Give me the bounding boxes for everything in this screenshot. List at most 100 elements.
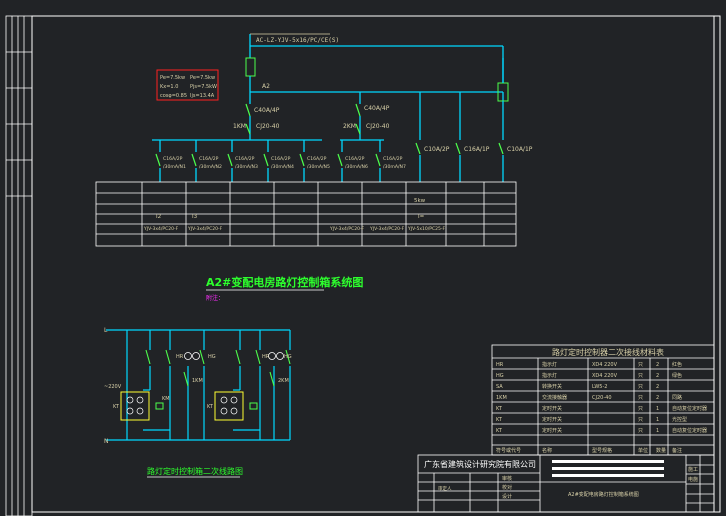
- param-kx-left: Kx=1.0: [160, 84, 178, 90]
- control-switch-1: [145, 349, 151, 365]
- table-current-c: I=: [418, 214, 425, 220]
- relay-1-label: KT: [113, 404, 120, 410]
- branch-breaker-switch-6: [337, 153, 343, 167]
- right-breaker-2-switch: [455, 142, 461, 155]
- material-table-title: 路灯定时控制器二次接线材料表: [552, 347, 664, 357]
- material-cell-r3-c5: 2: [656, 384, 659, 390]
- contact-1km: [183, 371, 189, 387]
- branch-breaker-rating-4: C16A/2P: [271, 156, 291, 162]
- branch-circuit-6: C16A/2P/30mA/N6: [337, 140, 368, 182]
- material-cell-r1-c4: 只: [638, 362, 643, 368]
- material-cell-r5-c6: 自动复位定时器: [672, 405, 707, 412]
- relay-2-label: KT: [207, 404, 214, 410]
- sheet-label: 电施: [688, 476, 698, 483]
- control-circuit: HR HG HR HG 1KM 2KM KT KT KM ~220V L N 路: [104, 327, 292, 478]
- material-cell-r5-c1: KT: [496, 406, 503, 412]
- system-diagram-title: A2#变配电房路灯控制箱系统图: [206, 275, 363, 289]
- control-l-label: L: [104, 327, 108, 334]
- relay-box-1: [120, 391, 164, 421]
- control-switch-5: [255, 349, 261, 365]
- material-cell-r3-c4: 只: [638, 384, 643, 390]
- table-cable-5: YJV-5x10/PC25-F: [407, 226, 445, 232]
- material-cell-r7-c1: KT: [496, 428, 503, 434]
- material-header-3: 型号规格: [592, 447, 612, 454]
- lamp-hg-2-label: HG: [284, 354, 292, 360]
- chief-label: 审定人: [438, 485, 452, 492]
- material-header-6: 备注: [672, 447, 682, 454]
- material-cell-r1-c6: 红色: [672, 361, 682, 368]
- control-switch-4: [235, 349, 241, 365]
- branch-breaker-cable-2: /30mA/N2: [199, 164, 222, 170]
- branch-drops: C16A/2P/30mA/N1C16A/2P/30mA/N2C16A/2P/30…: [155, 140, 406, 182]
- param-pjs-right: Pjs=7.5kW: [190, 84, 217, 90]
- material-cell-r2-c4: 只: [638, 373, 643, 379]
- incoming-cable-label: AC-LZ-YJV-5x16/PC/CE(S): [256, 37, 339, 44]
- lamp-hg-2: [276, 352, 284, 360]
- material-cell-r6-c6: 光控型: [672, 416, 687, 423]
- branch-breaker-rating-2: C16A/2P: [199, 156, 219, 162]
- system-note: 附注：: [206, 294, 224, 302]
- material-header-1: 符号或代号: [496, 447, 521, 454]
- material-cell-r1-c5: 2: [656, 362, 659, 368]
- material-cell-r2-c5: 2: [656, 373, 659, 379]
- coil-label: KM: [162, 396, 170, 402]
- control-switch-6: [285, 349, 291, 365]
- branch-circuit-3: C16A/2P/30mA/N3: [227, 140, 258, 182]
- stage-label: 施工: [688, 466, 698, 473]
- material-cell-r7-c2: 定时开关: [542, 427, 562, 434]
- circuit-table: [95, 181, 517, 247]
- main-breaker-2-label: C40A/4P: [364, 105, 390, 112]
- material-cell-r3-c1: SA: [496, 384, 503, 390]
- table-current-a: I2: [156, 214, 161, 220]
- branch-breaker-switch-5: [299, 153, 305, 167]
- material-cell-r6-c2: 定时开关: [542, 416, 562, 423]
- system-diagram: AC-LZ-YJV-5x16/PC/CE(S) A2 Pe=7.5kw Pe=7…: [95, 33, 533, 302]
- material-cell-r4-c2: 交流接触器: [542, 394, 567, 401]
- material-cell-r1-c1: HR: [496, 362, 504, 368]
- incoming-ref-label: A2: [262, 83, 270, 90]
- contactor-1: [245, 123, 251, 135]
- material-cell-r7-c6: 自动复位定时器: [672, 427, 707, 434]
- branch-breaker-cable-6: /30mA/N6: [345, 164, 368, 170]
- branch-breaker-cable-3: /30mA/N3: [235, 164, 258, 170]
- main-breaker-2-switch: [355, 103, 361, 117]
- material-cell-r5-c2: 定时开关: [542, 405, 562, 412]
- table-cable-4: YJV-3x4/PC20-F: [369, 226, 405, 232]
- params-box: Pe=7.5kw Pe=7.5kw Kx=1.0 Pjs=7.5kW cosφ=…: [156, 69, 219, 101]
- title-bar-2: [552, 467, 664, 470]
- contact-1km-label: 1KM: [192, 378, 203, 384]
- contactor-1-tag: 1KM: [233, 123, 246, 130]
- table-power-cell: 5kw: [414, 198, 426, 204]
- branch-breaker-cable-1: /30mA/N1: [163, 164, 186, 170]
- table-current-b: I3: [192, 214, 198, 220]
- lamp-hr-1-label: HR: [176, 354, 184, 360]
- control-n-label: N: [104, 438, 109, 445]
- material-cell-r5-c5: 1: [656, 406, 659, 412]
- title-block: 广东省建筑设计研究院有限公司 审定人 审核 校对 设计 A2#变配电房路灯控制箱…: [417, 454, 715, 513]
- material-cell-r2-c1: HG: [496, 373, 504, 379]
- branch-breaker-switch-1: [155, 153, 161, 167]
- check-label: 审核: [502, 475, 512, 482]
- material-cell-r6-c5: 1: [656, 417, 659, 423]
- material-cell-r7-c5: 1: [656, 428, 659, 434]
- branch-breaker-switch-2: [191, 153, 197, 167]
- branch-breaker-rating-1: C16A/2P: [163, 156, 183, 162]
- review-label: 校对: [502, 484, 512, 491]
- branch-circuit-7: C16A/2P/30mA/N7: [375, 140, 406, 182]
- right-breaker-1-switch: [415, 142, 421, 155]
- material-cell-r7-c4: 只: [638, 428, 643, 434]
- branch-breaker-rating-5: C16A/2P: [307, 156, 327, 162]
- draw-label: 设计: [502, 493, 512, 500]
- material-cell-r4-c3: CJ20-40: [592, 395, 612, 401]
- lamp-hg-1-label: HG: [208, 354, 216, 360]
- branch-circuit-4: C16A/2P/30mA/N4: [263, 140, 294, 182]
- main-breaker-1-switch: [245, 103, 251, 117]
- material-cell-r2-c3: XD4 220V: [592, 373, 618, 379]
- material-cell-r5-c4: 只: [638, 406, 643, 412]
- param-pe-right: Pe=7.5kw: [190, 75, 215, 81]
- branch-circuit-2: C16A/2P/30mA/N2: [191, 140, 222, 182]
- project-title-label: A2#变配电房路灯控制箱系统图: [568, 491, 639, 498]
- control-circuit-title: 路灯定时控制箱二次线路图: [147, 466, 243, 476]
- control-switch-3: [199, 349, 205, 365]
